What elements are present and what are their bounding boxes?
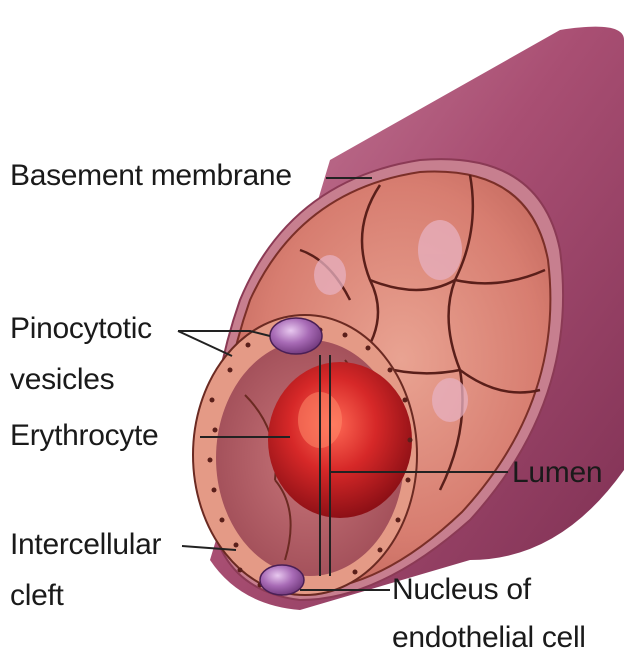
label-pinocytotic-line2: vesicles [10, 362, 114, 398]
label-nucleus-line2: endothelial cell [392, 620, 586, 656]
label-lumen: Lumen [512, 455, 602, 491]
nucleus-bottom [260, 565, 304, 595]
erythrocyte-shape [268, 362, 412, 518]
label-intercellular-line1: Intercellular [10, 527, 161, 563]
label-basement-membrane: Basement membrane [10, 158, 292, 194]
label-erythrocyte: Erythrocyte [10, 418, 158, 454]
label-nucleus-line1: Nucleus of [392, 572, 531, 608]
label-intercellular-line2: cleft [10, 578, 64, 614]
label-pinocytotic-line1: Pinocytotic [10, 311, 152, 347]
nucleus-top [270, 318, 322, 354]
